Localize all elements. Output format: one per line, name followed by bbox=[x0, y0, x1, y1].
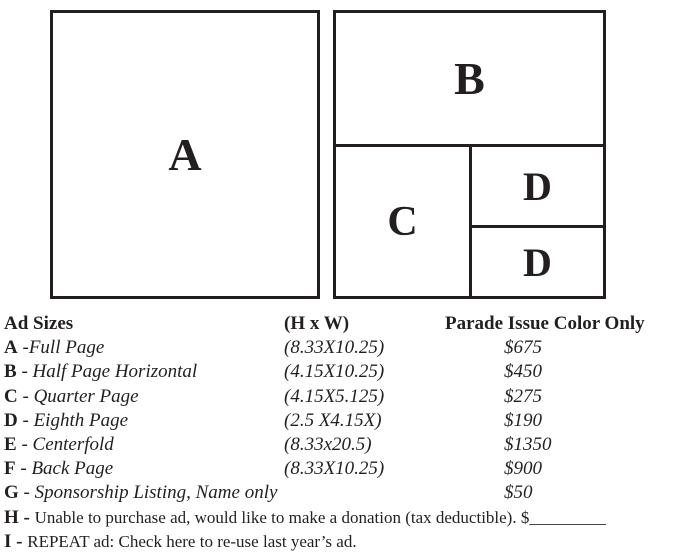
table-row: G - Sponsorship Listing, Name only $50 bbox=[4, 481, 694, 505]
header-ad-sizes: Ad Sizes bbox=[4, 313, 74, 334]
table-row: D - Eighth Page (2.5 X4.15X) $190 bbox=[4, 409, 694, 433]
ad-size-name: F - Back Page bbox=[4, 458, 114, 480]
ad-box-c: C bbox=[333, 144, 472, 299]
ad-size-price: $1350 bbox=[504, 433, 552, 455]
ad-size-name: D - Eighth Page bbox=[4, 409, 129, 431]
ad-sizes-table: Ad Sizes (H x W) Parade Issue Color Only… bbox=[4, 312, 694, 554]
ad-box-b-label: B bbox=[454, 53, 485, 104]
ad-box-a: A bbox=[50, 10, 320, 299]
header-dimensions: (H x W) bbox=[284, 313, 350, 334]
ad-size-dimensions: (4.15X5.125) bbox=[284, 385, 385, 407]
repeat-ad-text: I - REPEAT ad: Check here to re-use last… bbox=[4, 530, 357, 552]
table-row: B - Half Page Horizontal (4.15X10.25) $4… bbox=[4, 360, 694, 384]
ad-box-d-top-label: D bbox=[523, 163, 552, 209]
ad-size-dimensions: (8.33X10.25) bbox=[284, 458, 385, 480]
donation-text: H - Unable to purchase ad, would like to… bbox=[4, 506, 606, 528]
ad-box-d-bottom: D bbox=[469, 225, 606, 299]
table-row: E - Centerfold (8.33x20.5) $1350 bbox=[4, 433, 694, 457]
ad-size-name: B - Half Page Horizontal bbox=[4, 361, 198, 383]
table-row: A -Full Page (8.33X10.25) $675 bbox=[4, 336, 694, 360]
ad-size-dimensions: (8.33X10.25) bbox=[284, 337, 385, 359]
donation-option[interactable]: H - Unable to purchase ad, would like to… bbox=[4, 506, 694, 530]
ad-box-d-bottom-label: D bbox=[523, 239, 552, 285]
ad-size-price: $900 bbox=[504, 458, 542, 480]
ad-size-name: C - Quarter Page bbox=[4, 385, 139, 407]
ad-size-price: $450 bbox=[504, 361, 542, 383]
ad-size-dimensions: (8.33x20.5) bbox=[284, 433, 372, 455]
ad-size-dimensions: (2.5 X4.15X) bbox=[284, 409, 382, 431]
repeat-ad-option[interactable]: I - REPEAT ad: Check here to re-use last… bbox=[4, 530, 694, 554]
ad-size-name: G - Sponsorship Listing, Name only bbox=[4, 482, 278, 504]
ad-size-price: $675 bbox=[504, 337, 542, 359]
ad-box-b: B bbox=[333, 10, 606, 147]
ad-box-a-label: A bbox=[168, 129, 202, 180]
ad-size-price: $50 bbox=[504, 482, 533, 504]
ad-box-c-label: C bbox=[387, 198, 418, 245]
ad-size-name: A -Full Page bbox=[4, 337, 105, 359]
ad-size-price: $275 bbox=[504, 385, 542, 407]
header-price: Parade Issue Color Only bbox=[445, 313, 645, 334]
ad-size-name: E - Centerfold bbox=[4, 433, 114, 455]
table-header-row: Ad Sizes (H x W) Parade Issue Color Only bbox=[4, 312, 694, 336]
table-row: F - Back Page (8.33X10.25) $900 bbox=[4, 457, 694, 481]
ad-size-dimensions: (4.15X10.25) bbox=[284, 361, 385, 383]
table-row: C - Quarter Page (4.15X5.125) $275 bbox=[4, 385, 694, 409]
ad-box-d-top: D bbox=[469, 144, 606, 228]
ad-size-price: $190 bbox=[504, 409, 542, 431]
